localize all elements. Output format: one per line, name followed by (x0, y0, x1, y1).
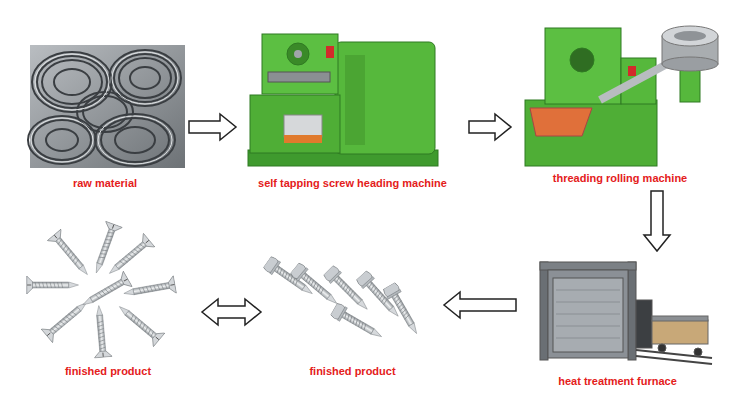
flow-arrow (644, 191, 670, 251)
flow-arrow (444, 292, 516, 318)
process-step: finished product (18, 215, 198, 380)
process-step: heat treatment furnace (520, 255, 715, 390)
process-step: raw material (25, 40, 185, 192)
flat-screws (27, 221, 177, 358)
hex-screws (262, 255, 423, 343)
flow-arrow (202, 299, 261, 325)
step-label: self tapping screw heading machine (256, 176, 449, 190)
process-step: threading rolling machine (515, 5, 725, 187)
step-label: finished product (307, 364, 397, 378)
step-label: heat treatment furnace (556, 374, 679, 388)
furnace (540, 262, 712, 364)
flow-arrow (469, 114, 511, 140)
heading-machine (248, 34, 438, 166)
process-step: self tapping screw heading machine (240, 20, 465, 192)
step-label: finished product (63, 364, 153, 378)
flow-arrow (189, 114, 236, 140)
threading-machine (525, 26, 718, 166)
process-step: finished product (265, 230, 440, 380)
step-label: threading rolling machine (551, 171, 689, 185)
step-label: raw material (71, 176, 139, 190)
wire-coils (28, 45, 185, 168)
